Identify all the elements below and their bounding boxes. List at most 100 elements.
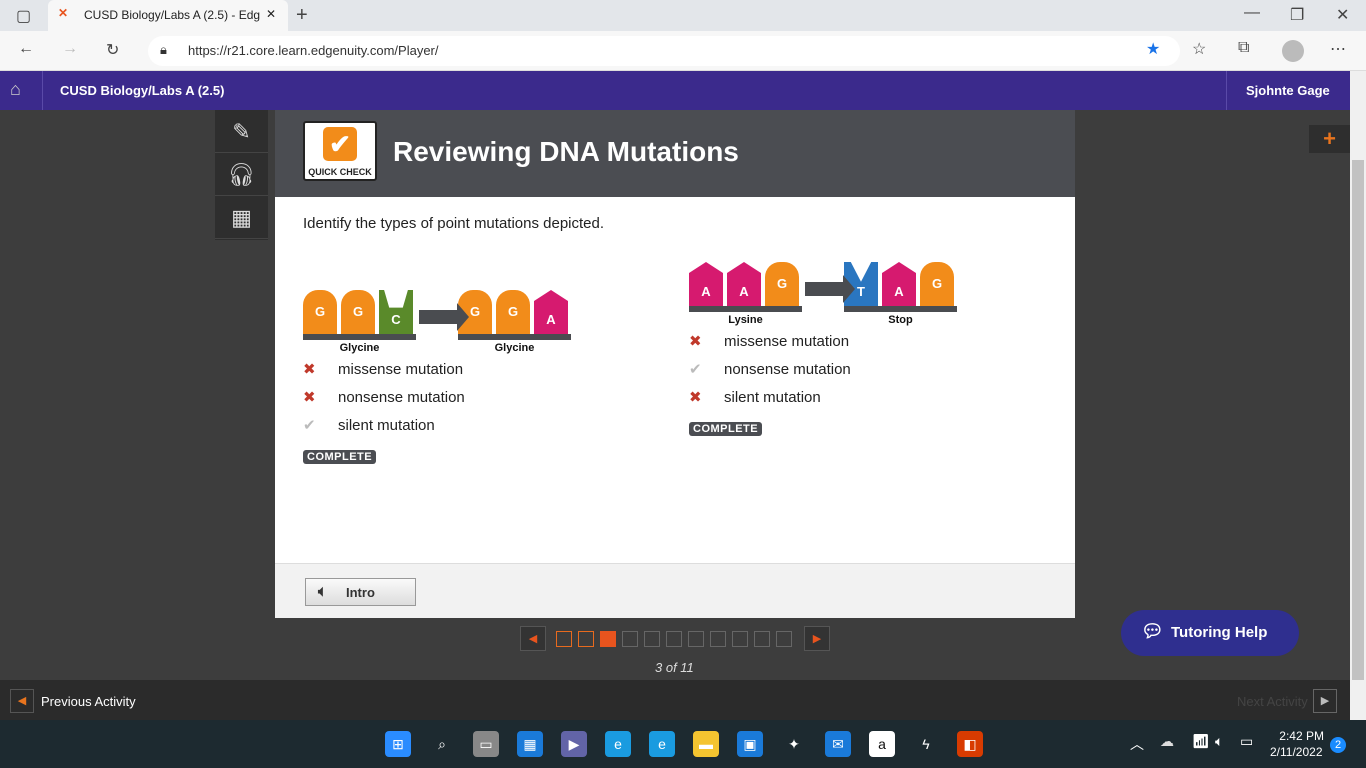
- more-icon[interactable]: ⋯: [1330, 41, 1346, 58]
- onedrive-icon[interactable]: ☁: [1160, 733, 1174, 749]
- tab-bar: ▢ ✕ CUSD Biology/Labs A (2.5) - Edg ✕ + …: [0, 0, 1366, 31]
- correct-check-icon: ✔: [303, 417, 316, 434]
- page-indicator-8[interactable]: [710, 631, 726, 647]
- prev-page-button[interactable]: ◀: [520, 626, 546, 651]
- next-activity-icon: ▶: [1313, 689, 1337, 713]
- answer-option[interactable]: ✔ silent mutation: [303, 416, 435, 434]
- teams-chat-icon[interactable]: ▶: [561, 731, 587, 757]
- battery-icon[interactable]: ▭: [1240, 733, 1254, 749]
- previous-activity-icon[interactable]: ◀: [10, 689, 34, 713]
- restore-icon[interactable]: ❐: [1290, 7, 1305, 24]
- arrow-icon: [805, 275, 855, 303]
- answer-option[interactable]: ✖ nonsense mutation: [303, 388, 465, 406]
- option-label: nonsense mutation: [338, 389, 465, 406]
- option-label: silent mutation: [338, 417, 435, 434]
- page-indicator-11[interactable]: [776, 631, 792, 647]
- course-header: ⌂ CUSD Biology/Labs A (2.5) Sjohnte Gage: [0, 71, 1350, 110]
- url-text: https://r21.core.learn.edgenuity.com/Pla…: [188, 43, 439, 58]
- answer-option[interactable]: ✖missense mutation: [303, 360, 463, 378]
- edge-beta-icon[interactable]: e: [649, 731, 675, 757]
- calculator-icon[interactable]: ▦: [215, 196, 268, 239]
- edgenuity-favicon-icon: ✕: [58, 6, 69, 20]
- page-indicator-3[interactable]: [600, 631, 616, 647]
- option-label: nonsense mutation: [724, 361, 851, 378]
- tab-title: CUSD Biology/Labs A (2.5) - Edg: [84, 8, 261, 22]
- favorite-star-icon[interactable]: ★: [1146, 41, 1161, 58]
- browser-tab[interactable]: ✕ CUSD Biology/Labs A (2.5) - Edg ✕: [48, 0, 288, 31]
- edge-icon[interactable]: e: [605, 731, 631, 757]
- close-window-icon[interactable]: ✕: [1336, 7, 1350, 24]
- intro-label: Intro: [346, 585, 375, 600]
- page-indicator-1[interactable]: [556, 631, 572, 647]
- headphones-icon[interactable]: 🎧︎: [215, 153, 268, 196]
- previous-activity-link[interactable]: Previous Activity: [41, 694, 136, 709]
- tutoring-help-button[interactable]: 💬︎ Tutoring Help: [1121, 610, 1299, 656]
- close-tab-icon[interactable]: ✕: [265, 7, 276, 21]
- tab-actions-icon[interactable]: ▢: [16, 8, 32, 25]
- task-view-icon[interactable]: ▭: [473, 731, 499, 757]
- page-indicator-7[interactable]: [688, 631, 704, 647]
- question-prompt: Identify the types of point mutations de…: [303, 215, 605, 232]
- search-icon[interactable]: ⌕: [438, 736, 446, 752]
- page-indicator-6[interactable]: [666, 631, 682, 647]
- page-indicator-9[interactable]: [732, 631, 748, 647]
- arrow-icon: [419, 303, 469, 331]
- intro-button[interactable]: 🔈︎ Intro: [305, 578, 416, 606]
- tutoring-help-label: Tutoring Help: [1171, 624, 1268, 641]
- page-indicator-10[interactable]: [754, 631, 770, 647]
- nucleotide-G: G: [765, 262, 799, 306]
- pencil-icon[interactable]: ✎: [215, 110, 268, 153]
- scrollbar-thumb[interactable]: [1352, 160, 1364, 680]
- amazon-icon[interactable]: a: [869, 731, 895, 757]
- page-indicator-2[interactable]: [578, 631, 594, 647]
- header-divider: [42, 71, 43, 110]
- amino-acid-label: Glycine: [494, 342, 535, 354]
- profile-avatar[interactable]: [1282, 40, 1304, 62]
- page-indicator-4[interactable]: [622, 631, 638, 647]
- course-title: CUSD Biology/Labs A (2.5): [60, 83, 225, 98]
- next-page-button[interactable]: ▶: [804, 626, 830, 651]
- url-field[interactable]: 🔒︎ https://r21.core.learn.edgenuity.com/…: [148, 36, 1180, 66]
- office-icon[interactable]: ◧: [957, 731, 983, 757]
- answer-option[interactable]: ✖silent mutation: [689, 388, 821, 406]
- answer-option[interactable]: ✔nonsense mutation: [689, 360, 851, 378]
- widgets-icon[interactable]: ▦: [517, 731, 543, 757]
- strand-backbone: [689, 306, 802, 312]
- notification-badge[interactable]: 2: [1330, 737, 1346, 753]
- home-icon[interactable]: ⌂: [10, 79, 21, 99]
- back-icon[interactable]: ←: [18, 40, 34, 57]
- file-explorer-icon[interactable]: ▬: [693, 731, 719, 757]
- strand-backbone: [303, 334, 416, 340]
- incorrect-x-icon: ✖: [303, 389, 316, 406]
- clock-date[interactable]: 2/11/2022: [1270, 745, 1323, 759]
- quick-check-label: QUICK CHECK: [308, 167, 372, 177]
- clock-time[interactable]: 2:42 PM: [1279, 729, 1324, 743]
- option-label: missense mutation: [724, 333, 850, 350]
- new-tab-icon[interactable]: +: [296, 4, 308, 26]
- nucleotide-G: G: [496, 290, 530, 334]
- minimize-icon[interactable]: —: [1244, 4, 1260, 21]
- windows-start-icon[interactable]: ⊞: [385, 731, 411, 757]
- answer-option[interactable]: ✖missense mutation: [689, 332, 849, 350]
- volume-icon[interactable]: 🔈︎: [1215, 733, 1224, 749]
- app-icon[interactable]: ϟ: [922, 736, 930, 752]
- wifi-icon[interactable]: 📶︎: [1192, 733, 1210, 749]
- dropbox-icon[interactable]: ✦: [788, 736, 800, 752]
- mail-icon[interactable]: ✉: [825, 731, 851, 757]
- nucleotide-G: G: [341, 290, 375, 334]
- store-icon[interactable]: ▣: [737, 731, 763, 757]
- nucleotide-C: C: [379, 290, 413, 334]
- collections-icon[interactable]: ⧉: [1238, 39, 1250, 56]
- page-indicator-5[interactable]: [644, 631, 660, 647]
- expand-plus-button[interactable]: +: [1309, 125, 1350, 153]
- tray-chevron-icon[interactable]: ︿: [1130, 736, 1144, 752]
- favorites-icon[interactable]: ☆: [1192, 41, 1207, 58]
- forward-icon: →: [62, 40, 78, 57]
- option-label: silent mutation: [724, 389, 821, 406]
- chat-bubble-icon: 💬︎: [1141, 621, 1164, 641]
- refresh-icon[interactable]: ↻: [106, 42, 120, 59]
- card-footer: 🔈︎ Intro: [275, 563, 1075, 618]
- nucleotide-A: A: [727, 262, 761, 306]
- user-name[interactable]: Sjohnte Gage: [1246, 83, 1330, 98]
